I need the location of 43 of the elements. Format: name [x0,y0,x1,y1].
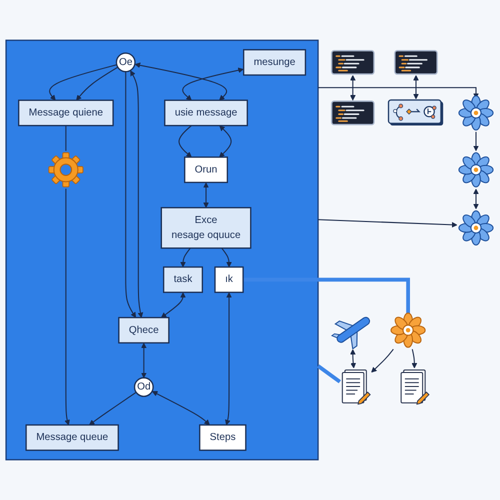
arrow [182,68,244,101]
node-circle: Od [133,377,154,397]
connector [242,278,410,314]
arrow [124,72,136,318]
arrow [412,75,418,100]
node-circle: Oe [115,52,136,72]
node-picture [394,50,438,75]
arrow [64,188,70,426]
arrow [220,248,232,268]
node-box: Qhece [118,316,169,344]
arrow [472,132,478,152]
arrow [152,391,210,426]
arrow [224,292,232,426]
arrow [88,392,136,426]
arrow [130,70,143,318]
node-picture [330,100,374,126]
arrow [140,342,146,378]
arrow [318,219,457,228]
node-box: mesunge [242,49,306,76]
node-box: Message quiene [18,100,114,126]
arrow [134,62,227,101]
node-box: Exce nesage oquuce [160,207,251,249]
node-box: ık [214,266,244,293]
node-box: Orun [184,156,228,184]
connector [64,126,66,151]
node-box: task [162,266,202,293]
arrow [180,248,190,268]
arrow [472,188,478,210]
arrow [76,66,118,101]
connector [316,364,340,384]
arrow [411,349,417,368]
arrow [350,75,356,101]
arrow [178,125,192,158]
arrow [350,349,356,368]
node-box: usie message [164,100,248,126]
arrow [218,125,232,158]
arrow [160,292,186,318]
node-box: Message queue [25,424,118,451]
arrow [202,182,208,208]
arrow [48,64,116,101]
node-box: Steps [198,424,246,451]
node-picture [330,50,374,75]
arrow [370,348,394,373]
